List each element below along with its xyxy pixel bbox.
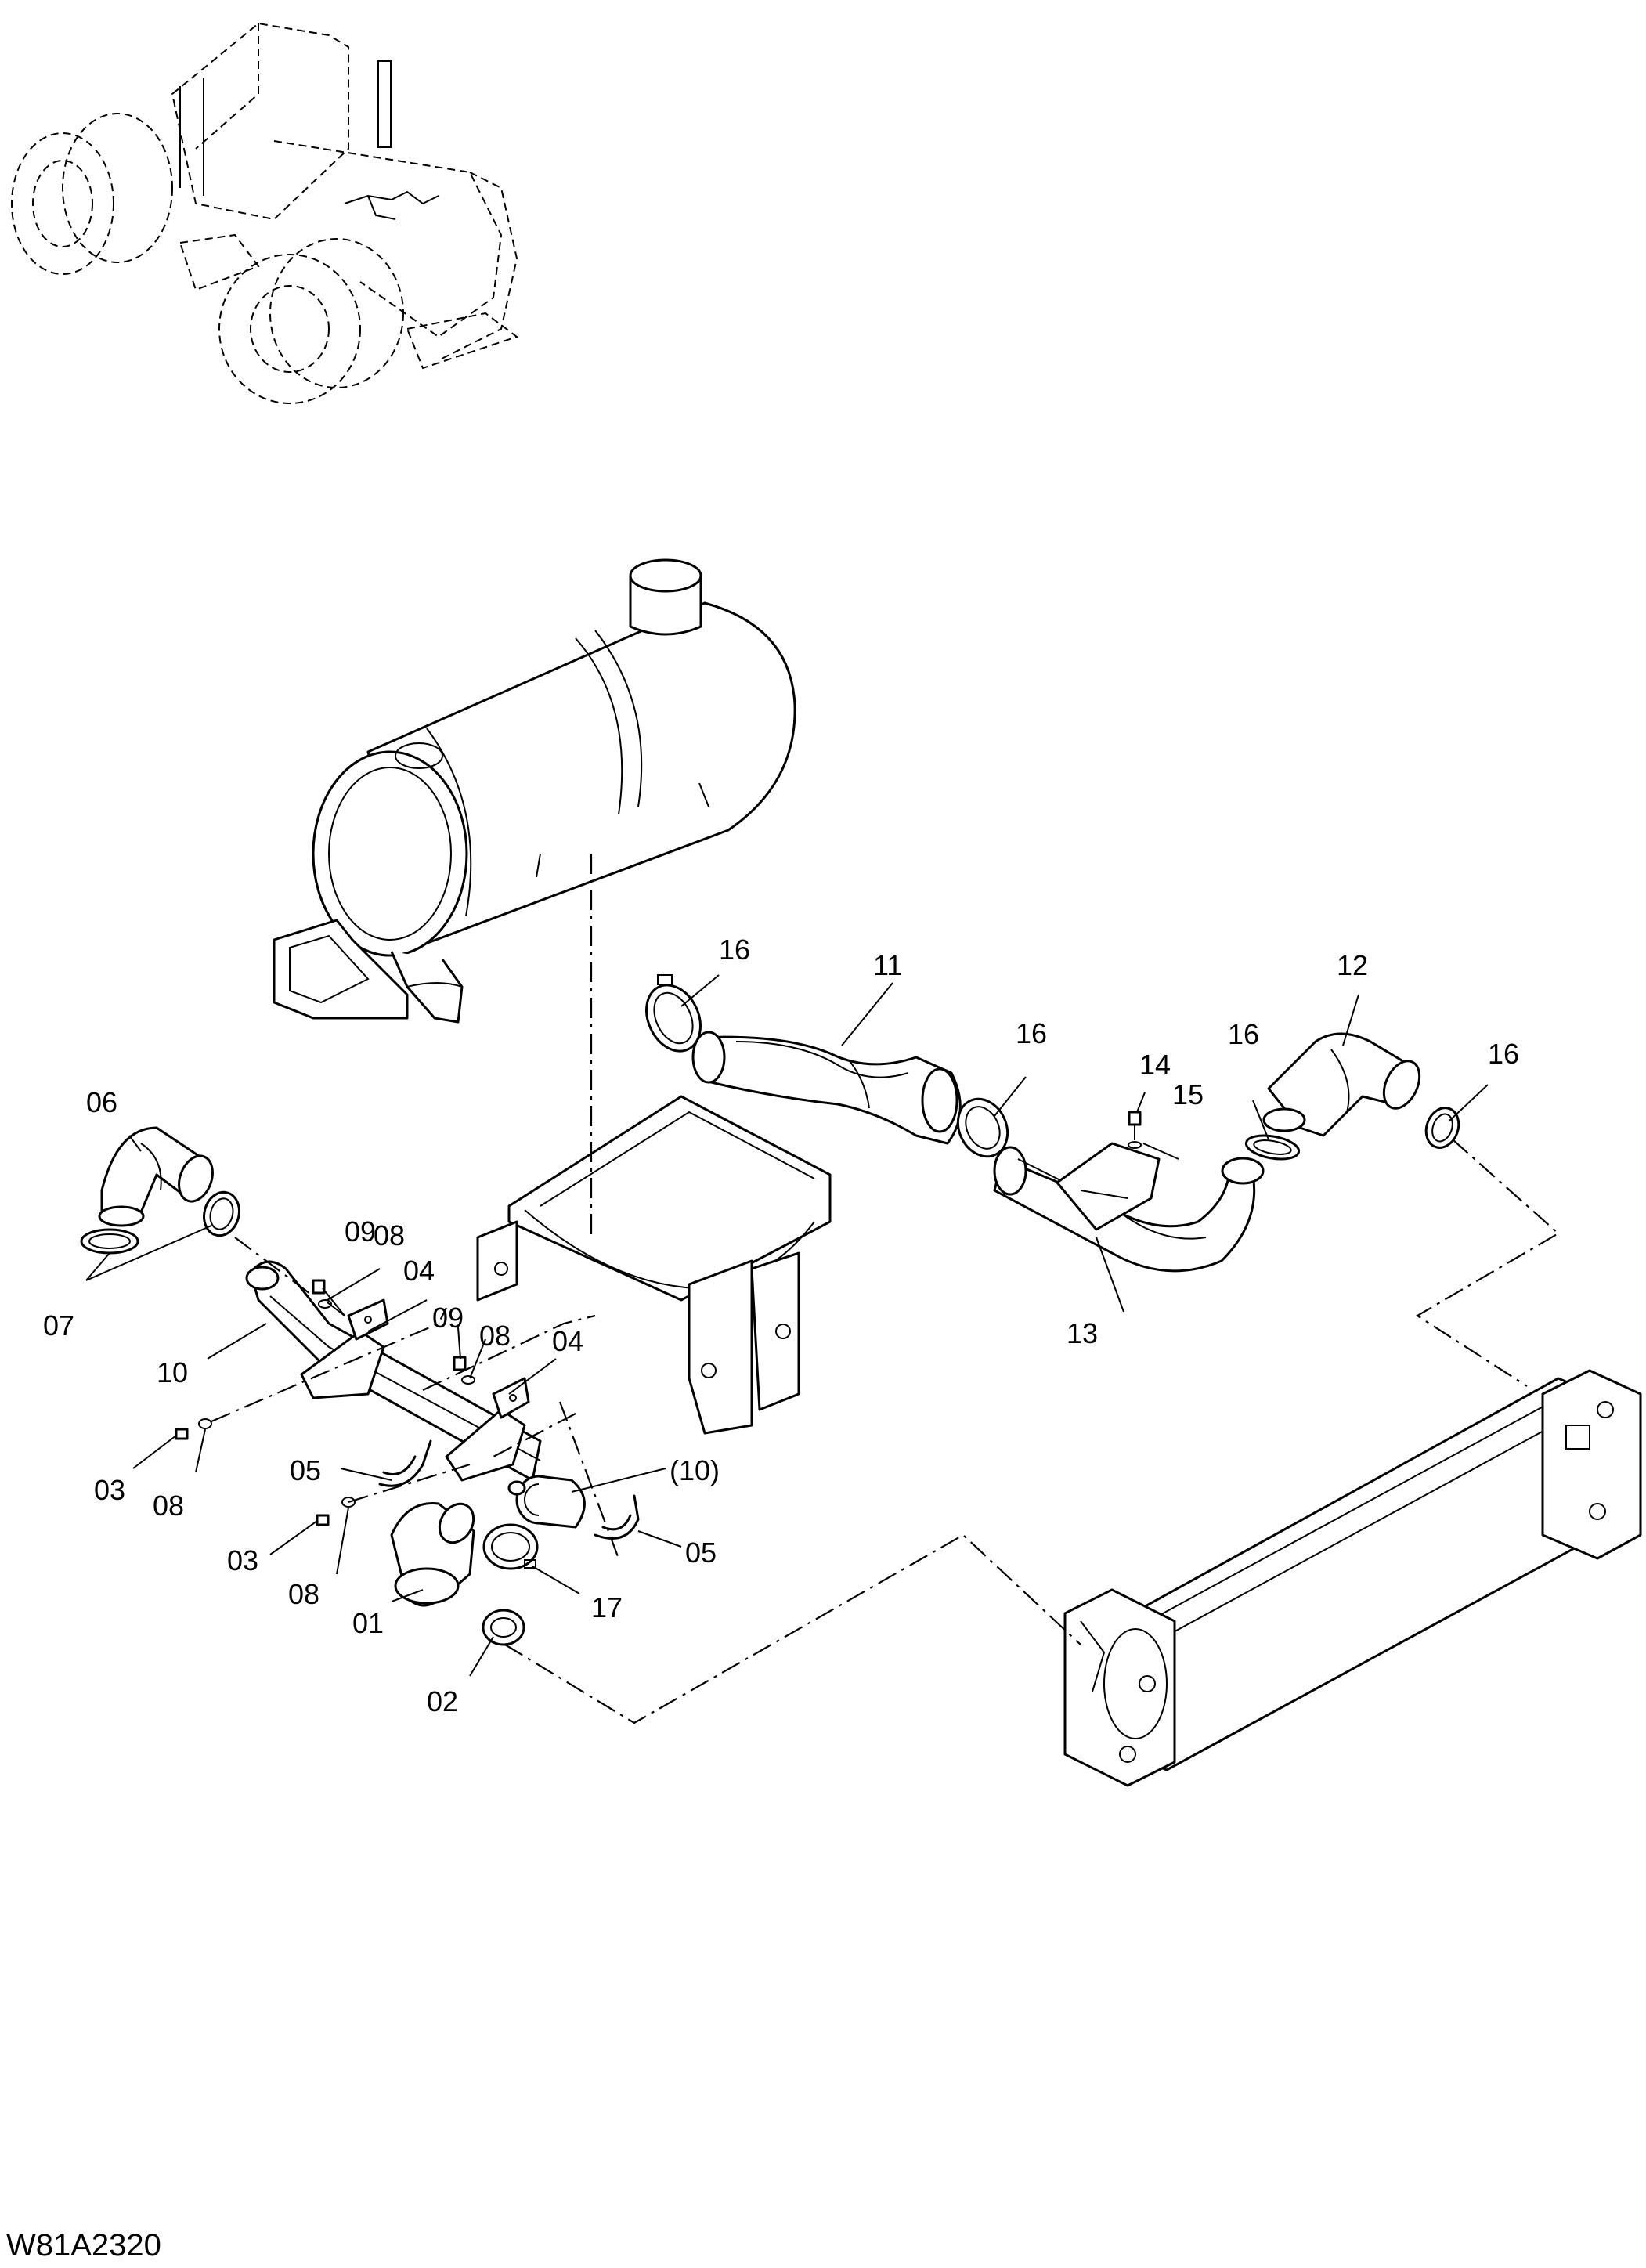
bolt-14 (1128, 1111, 1142, 1140)
callout-16c: 16 (1228, 1018, 1259, 1050)
hose-01 (390, 1502, 475, 1607)
callout-11: 11 (873, 949, 902, 981)
callout-14: 14 (1139, 1049, 1171, 1081)
pipe-10 (245, 1260, 542, 1482)
intercooler (1063, 1369, 1642, 1787)
callout-04a: 04 (403, 1255, 435, 1287)
hose-11 (691, 1031, 962, 1145)
elbow-hose-12 (1262, 1032, 1421, 1137)
hose-clamp-16b (956, 1097, 1009, 1158)
hose-clamp-02 (482, 1609, 525, 1646)
assembly-lines (211, 854, 1560, 1724)
callout-13: 13 (1067, 1317, 1098, 1349)
callout-08a: 08 (374, 1219, 405, 1251)
callout-12: 12 (1337, 949, 1368, 981)
pipe-10-end (507, 1475, 586, 1529)
callout-01: 01 (352, 1607, 384, 1639)
callout-06: 06 (86, 1086, 117, 1118)
washer-08c (198, 1418, 212, 1429)
bracket-04a (300, 1298, 389, 1399)
callout-02: 02 (427, 1685, 458, 1717)
callout-leaders (85, 974, 1489, 1677)
hose-clamp-07b (203, 1190, 240, 1237)
callout-16d: 16 (1488, 1038, 1519, 1070)
u-bolt-05a (378, 1439, 432, 1487)
callout-08c: 08 (153, 1490, 184, 1522)
washer-08d (341, 1497, 356, 1508)
callout-05a: 05 (290, 1454, 321, 1486)
drawing-code: W81A2320 (6, 2228, 161, 2263)
callout-03a: 03 (94, 1474, 125, 1506)
mount-bracket (476, 1095, 832, 1435)
callout-10: 10 (157, 1356, 188, 1389)
bolt-09a (312, 1279, 326, 1295)
hose-clamp-16d (1424, 1107, 1460, 1149)
callout-15: 15 (1172, 1078, 1204, 1111)
callout-16b: 16 (1016, 1017, 1047, 1049)
bolt-03b (316, 1514, 330, 1526)
callout-04b: 04 (552, 1325, 583, 1357)
hose-clamp-16c (1244, 1134, 1301, 1161)
callout-10-ref: (10) (670, 1454, 720, 1486)
callout-16a: 16 (719, 934, 750, 966)
callout-09a: 09 (345, 1215, 376, 1248)
hose-clamp-07a (80, 1228, 139, 1255)
callout-08b: 08 (479, 1320, 511, 1352)
callout-07: 07 (43, 1309, 74, 1342)
callout-05b: 05 (685, 1537, 717, 1569)
callout-17: 17 (591, 1591, 623, 1623)
callout-03b: 03 (227, 1544, 258, 1576)
callout-09b: 09 (432, 1302, 464, 1334)
washer-08a (318, 1299, 332, 1309)
hose-13 (993, 1142, 1265, 1273)
machine-locator-thumbnail (11, 22, 519, 404)
washer-15 (1128, 1141, 1142, 1149)
u-bolt-05b (594, 1494, 640, 1540)
hose-clamp-17 (482, 1523, 539, 1570)
bolt-03a (175, 1428, 189, 1440)
callout-08d: 08 (288, 1578, 319, 1610)
muffler (273, 558, 796, 1024)
elbow-hose-06 (98, 1126, 214, 1227)
washer-08b (461, 1375, 475, 1385)
bracket-04b (445, 1377, 530, 1482)
bolt-09b (453, 1356, 467, 1371)
callout-labels: 16 11 16 12 16 16 14 15 13 06 07 09 08 0… (43, 934, 1519, 1717)
